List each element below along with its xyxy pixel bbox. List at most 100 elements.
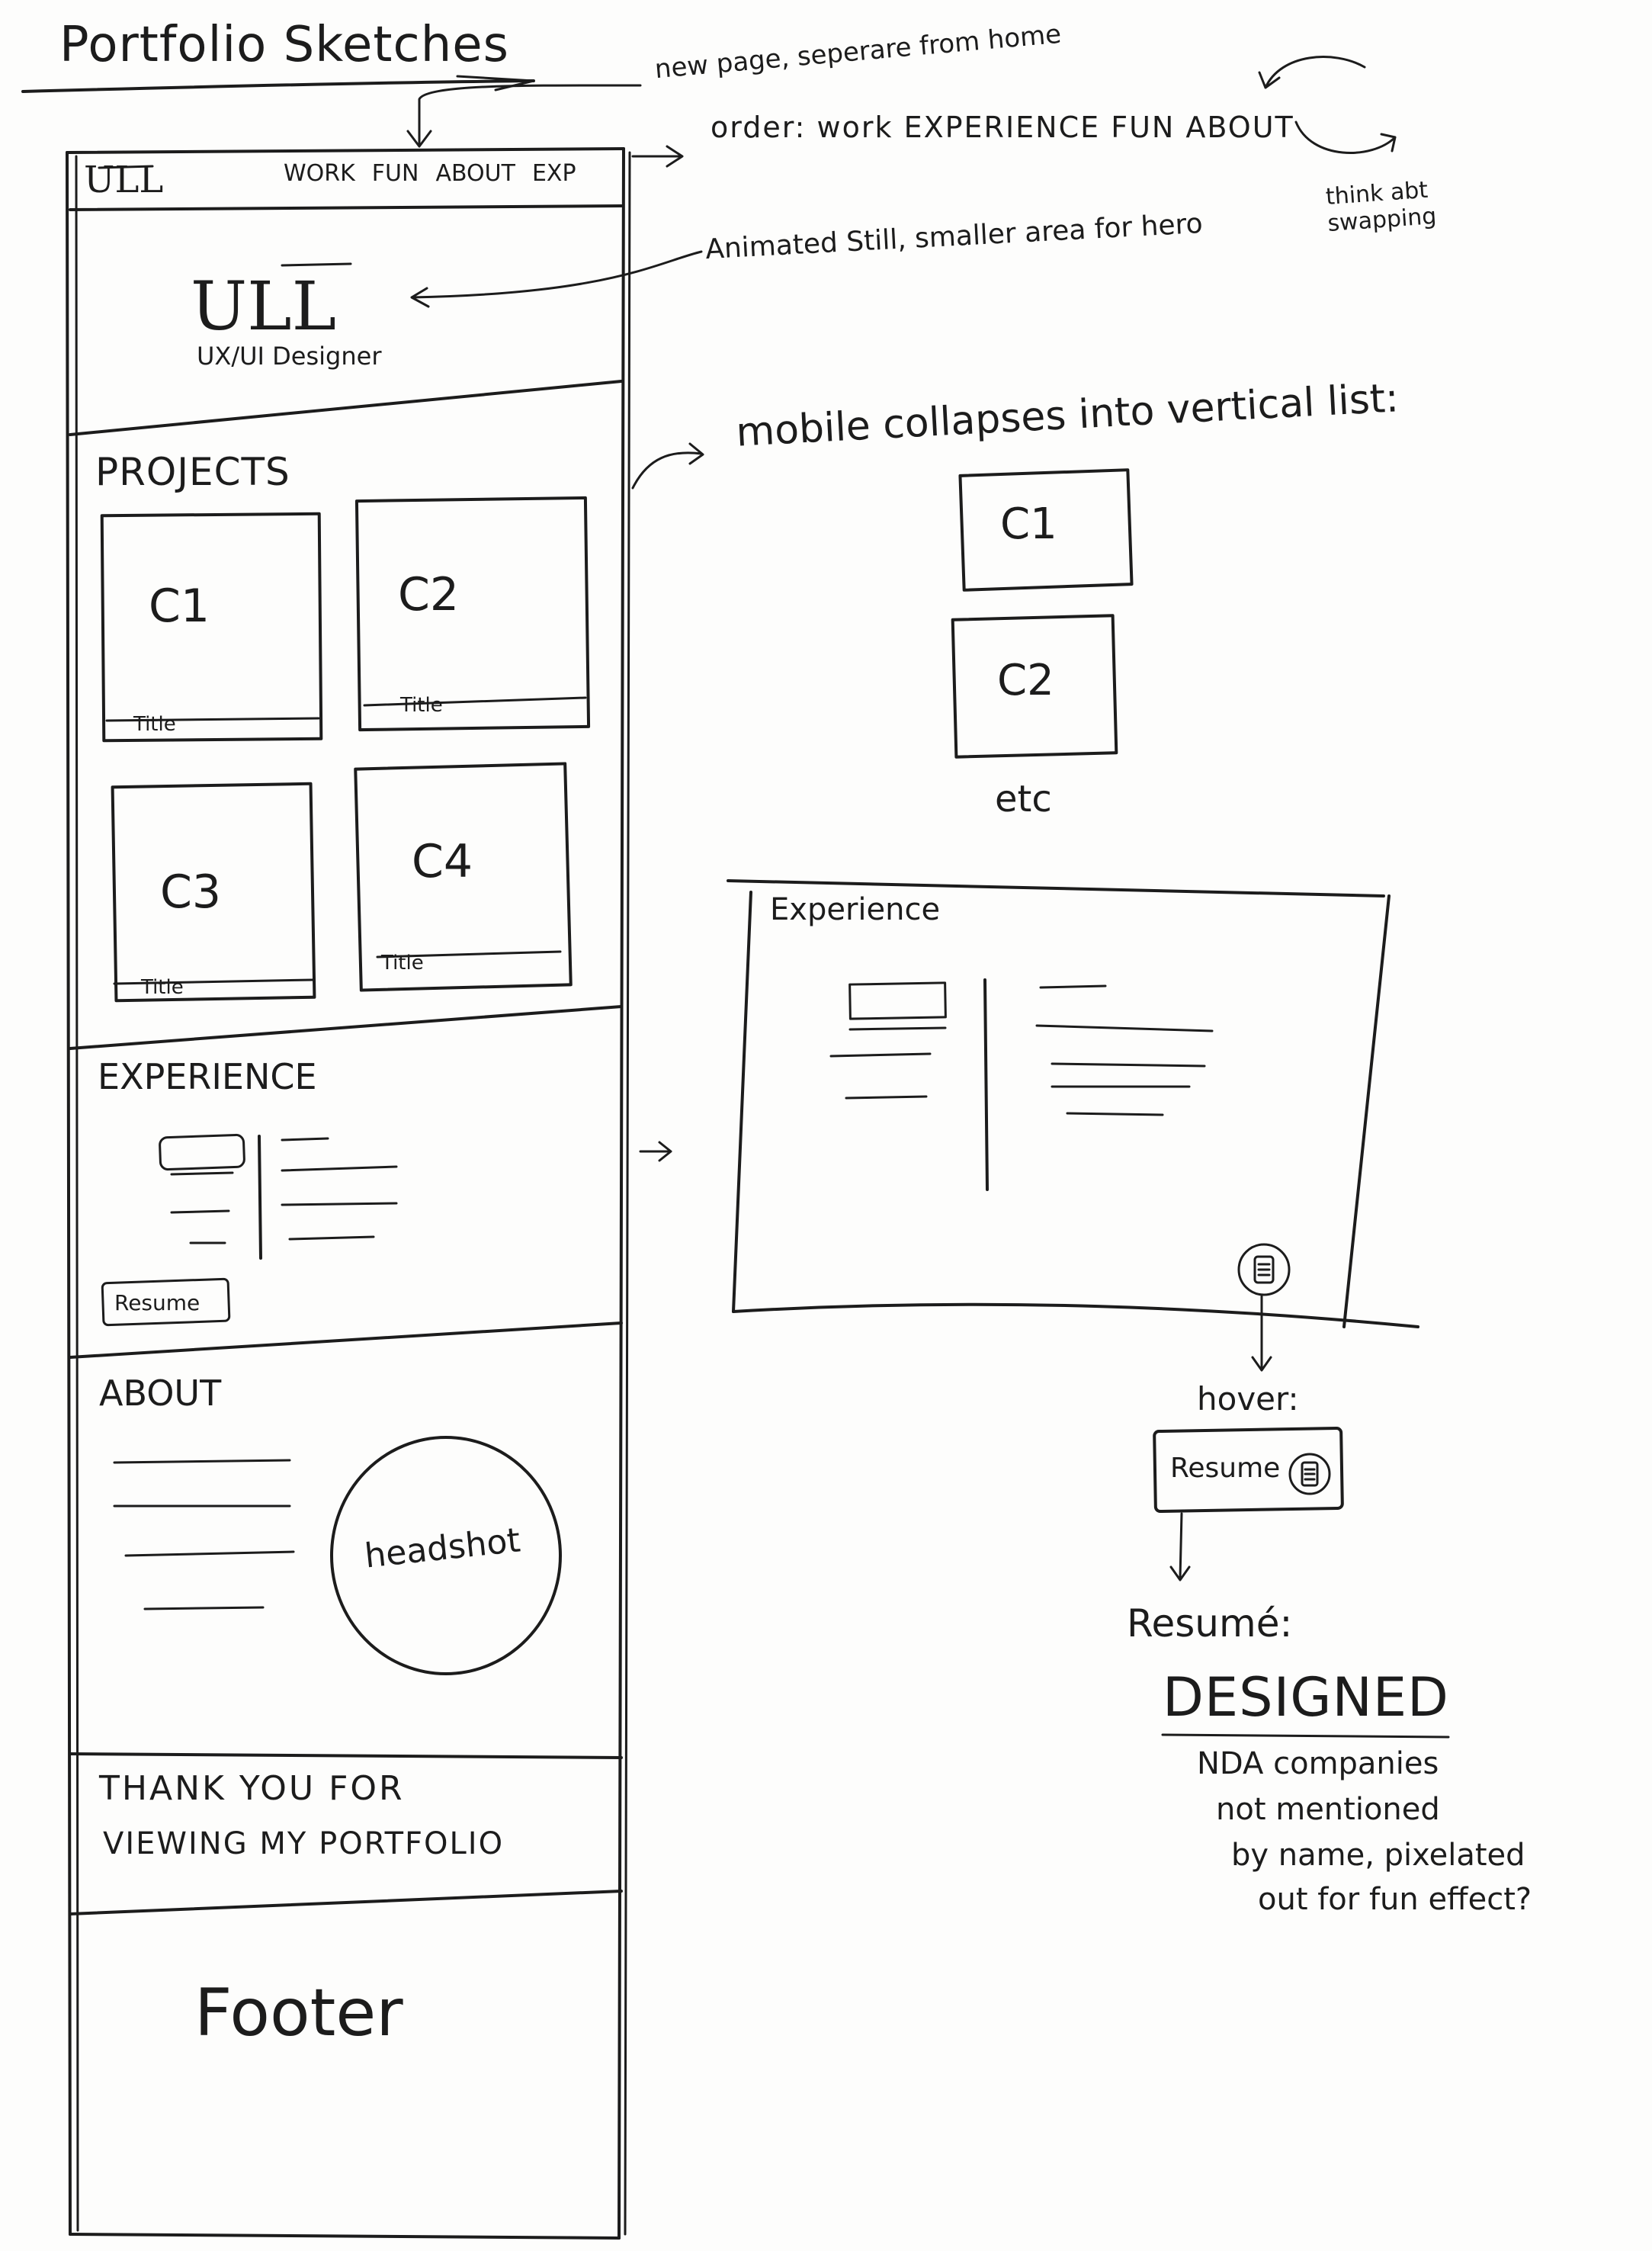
detail-frame-right <box>1342 894 1391 1328</box>
mobile-arrow <box>631 442 704 490</box>
projects-heading: PROJECTS <box>95 450 290 494</box>
wireframe-frame-inner-right <box>624 151 631 2236</box>
thankyou-divider <box>69 1890 623 1915</box>
exp-right-line-1 <box>281 1137 329 1142</box>
resume-button-frame <box>101 1277 231 1327</box>
exp-company-chip <box>159 1133 245 1171</box>
wireframe-frame-top <box>66 147 625 154</box>
hover-resume-frame <box>1153 1426 1344 1514</box>
exp-right-line-2 <box>281 1165 398 1172</box>
card-c3-titlebar <box>113 978 314 985</box>
order-note: order: work EXPERIENCE FUN ABOUT <box>711 111 1294 144</box>
card-c4-label[interactable]: C4 <box>412 835 473 888</box>
footer-label: Footer <box>194 1975 403 2051</box>
card-c2-titlebar <box>363 696 587 707</box>
detail-frame-bottom <box>732 1302 1419 1328</box>
nda-note-line-2: not mentioned <box>1216 1792 1440 1827</box>
card-c2-frame <box>354 496 591 732</box>
exp-vertical-divider <box>258 1135 262 1260</box>
headshot-circle <box>330 1436 562 1675</box>
about-heading: ABOUT <box>99 1373 222 1414</box>
thank-you-line-1: THANK YOU FOR <box>99 1769 405 1808</box>
swap-arrow-top <box>1258 56 1366 89</box>
detail-right-line-1 <box>1039 984 1107 989</box>
mobile-etc-label: etc <box>995 778 1052 820</box>
resume-arrow <box>1169 1512 1191 1581</box>
nav-about[interactable]: ABOUT <box>435 160 515 187</box>
nav-work[interactable]: WORK <box>284 160 355 187</box>
swap-arrow-bottom <box>1294 120 1397 154</box>
detail-right-line-5 <box>1066 1112 1164 1116</box>
detail-experience-heading: Experience <box>770 892 941 927</box>
detail-left-line-2 <box>829 1052 932 1058</box>
card-c1-title: Title <box>133 713 176 736</box>
mobile-card-c2-frame <box>951 614 1118 759</box>
projects-divider <box>69 1005 623 1050</box>
page-title: Portfolio Sketches <box>59 17 509 73</box>
nda-note-line-1: NDA companies <box>1197 1746 1439 1781</box>
detail-frame-left <box>732 891 752 1313</box>
exp-arrow <box>639 1141 672 1162</box>
about-divider <box>69 1752 623 1759</box>
mobile-card-c1-label[interactable]: C1 <box>1000 499 1057 549</box>
detail-vertical-divider <box>983 978 989 1191</box>
mobile-card-c1-frame <box>958 468 1134 592</box>
card-c2-title: Title <box>400 694 443 717</box>
detail-left-line-3 <box>845 1095 928 1100</box>
hover-resume-icon-circle <box>1288 1453 1331 1495</box>
card-c1-frame <box>100 512 323 743</box>
exp-right-line-4 <box>288 1235 375 1241</box>
card-c3-title: Title <box>141 976 184 999</box>
hero-divider <box>69 380 623 436</box>
exp-left-line-2 <box>170 1209 230 1214</box>
order-arrow <box>631 145 684 168</box>
hover-resume-button[interactable]: Resume <box>1170 1453 1281 1484</box>
wireframe-frame-inner-left <box>75 155 79 2232</box>
hover-note: hover: <box>1197 1380 1299 1418</box>
hover-arrow <box>1251 1295 1272 1372</box>
card-c2-label[interactable]: C2 <box>398 568 460 621</box>
wireframe-frame-right <box>617 147 625 2240</box>
experience-heading: EXPERIENCE <box>98 1056 317 1097</box>
detail-resume-icon-circle <box>1237 1243 1291 1296</box>
nav-note-arrow <box>406 84 642 148</box>
about-line-1 <box>113 1459 291 1464</box>
exp-right-line-3 <box>281 1202 398 1206</box>
mobile-card-c2-label[interactable]: C2 <box>997 656 1054 705</box>
detail-right-line-2 <box>1035 1024 1214 1032</box>
card-c3-frame <box>111 782 316 1003</box>
hero-arrow <box>410 250 703 308</box>
logo-overline <box>98 165 154 169</box>
hero-subtitle: UX/UI Designer <box>197 342 382 371</box>
designed-underline <box>1161 1733 1450 1739</box>
resume-heading: Resumé: <box>1127 1601 1293 1646</box>
wireframe-logo: ULL <box>84 159 164 201</box>
header-divider <box>69 204 623 211</box>
nav-exp[interactable]: EXP <box>531 160 576 187</box>
resume-designed: DESIGNED <box>1163 1666 1449 1729</box>
about-line-4 <box>143 1606 265 1610</box>
card-c1-titlebar <box>105 717 320 722</box>
card-c3-label[interactable]: C3 <box>160 865 222 919</box>
wireframe-nav: WORK FUN ABOUT EXP <box>284 160 611 187</box>
hero-overline <box>281 262 352 267</box>
exp-left-line-1 <box>170 1171 234 1176</box>
detail-frame-top <box>727 879 1385 898</box>
experience-divider <box>69 1321 623 1359</box>
nda-note-line-3: by name, pixelated <box>1231 1838 1525 1873</box>
detail-resume-icon-doc <box>1253 1255 1275 1284</box>
wireframe-frame-left <box>66 151 72 2236</box>
detail-left-line-1 <box>848 1026 947 1031</box>
card-c4-titlebar <box>376 950 562 959</box>
resume-button[interactable]: Resume <box>114 1290 200 1315</box>
nav-fun[interactable]: FUN <box>371 160 419 187</box>
detail-right-line-3 <box>1051 1062 1206 1068</box>
card-c4-frame <box>354 762 573 992</box>
hero-logo: ULL <box>191 267 337 345</box>
thank-you-line-2: VIEWING MY PORTFOLIO <box>103 1826 505 1861</box>
nda-note-line-4: out for fun effect? <box>1258 1882 1532 1917</box>
card-c1-label[interactable]: C1 <box>149 580 210 633</box>
card-c4-title: Title <box>381 952 424 975</box>
wireframe-frame-bottom <box>69 2233 621 2240</box>
